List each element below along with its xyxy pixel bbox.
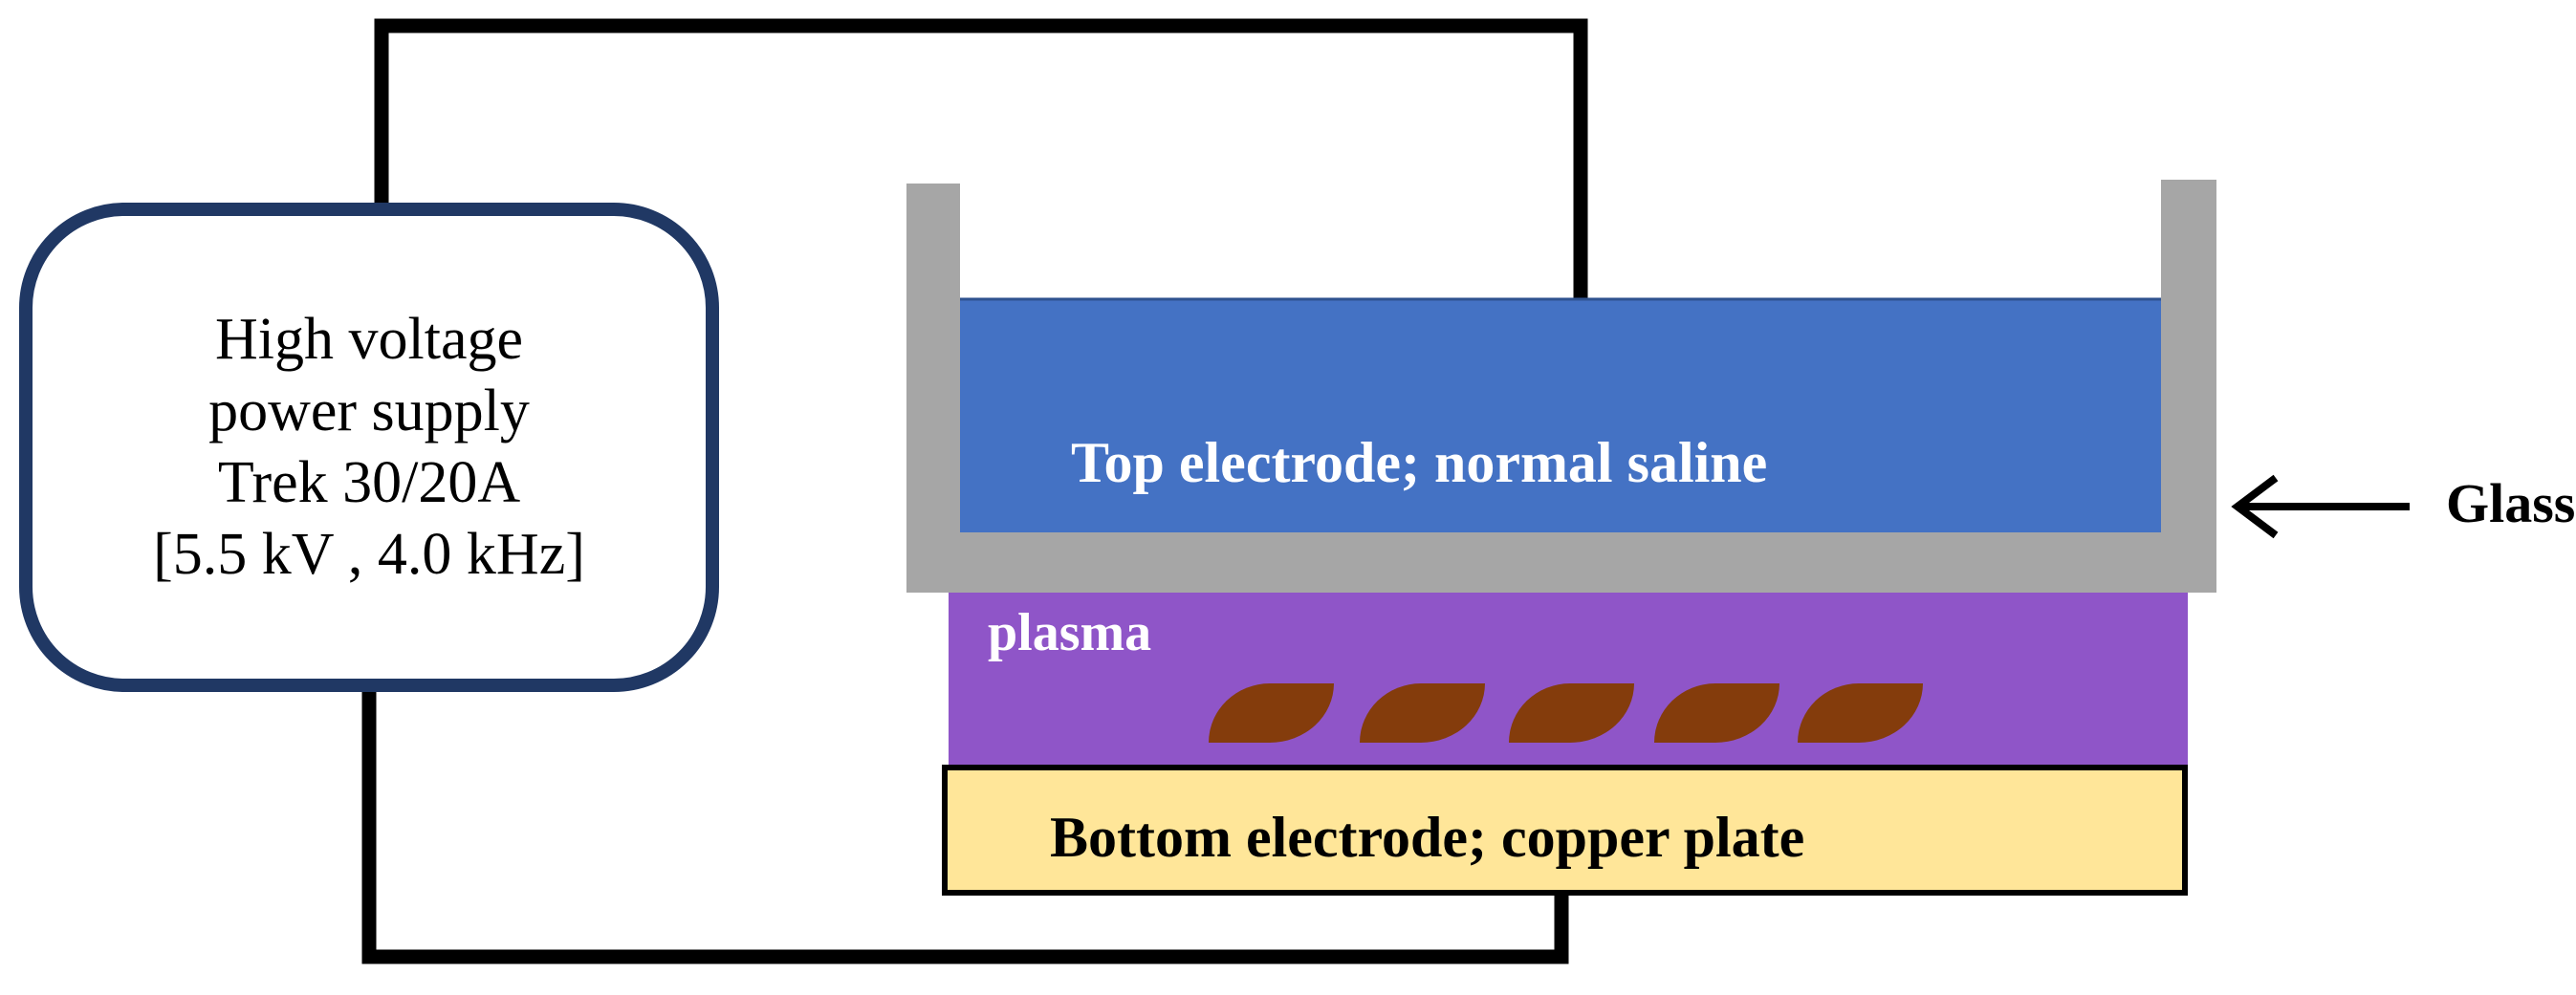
power-supply-box: High voltage power supply Trek 30/20A [5… <box>19 203 719 692</box>
power-supply-line-3: Trek 30/20A <box>217 450 521 515</box>
glass-left-wall <box>906 184 960 593</box>
sample-shapes <box>1209 683 1923 743</box>
glass-right-wall <box>2161 180 2216 593</box>
wire-bottom-circuit <box>361 690 1569 964</box>
sample-4 <box>1654 683 1779 743</box>
glass-base <box>906 532 2216 593</box>
sample-3 <box>1509 683 1634 743</box>
bottom-electrode-label: Bottom electrode; copper plate <box>1050 806 1805 869</box>
sample-1 <box>1209 683 1334 743</box>
top-electrode-label: Top electrode; normal saline <box>1071 431 1768 494</box>
saline-liquid <box>960 298 2161 532</box>
plasma-label: plasma <box>988 603 1152 662</box>
sample-2 <box>1360 683 1485 743</box>
power-supply-line-1: High voltage <box>215 307 523 372</box>
sample-5 <box>1798 683 1923 743</box>
glass-arrow-head <box>2231 474 2279 539</box>
copper-plate <box>942 765 2188 896</box>
wire-top-circuit <box>374 18 1588 406</box>
power-supply-line-4: [5.5 kV , 4.0 kHz] <box>153 522 585 587</box>
power-supply-line-2: power supply <box>208 379 530 443</box>
glass-label: Glass <box>2446 472 2576 534</box>
